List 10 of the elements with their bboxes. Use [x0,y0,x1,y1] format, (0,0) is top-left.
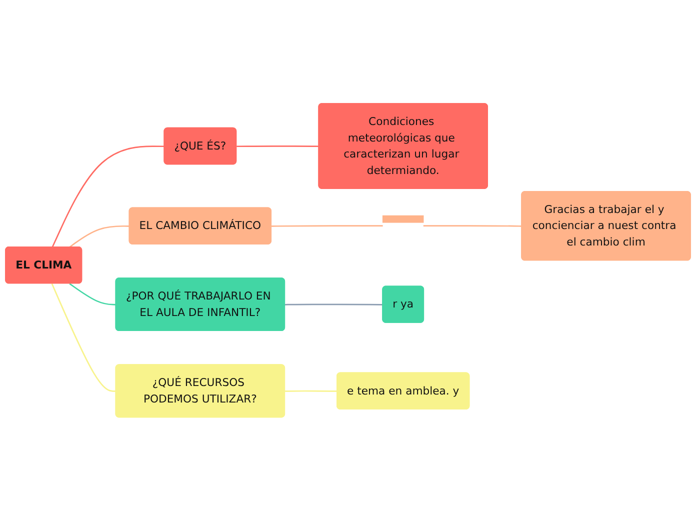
connector [272,224,383,227]
connector [423,224,522,227]
connector [236,145,319,147]
connector [69,282,116,305]
connector [285,390,338,392]
connector [51,283,116,392]
node-bar [382,215,424,222]
connector [285,303,383,305]
connector [69,225,130,248]
connector [52,145,164,248]
